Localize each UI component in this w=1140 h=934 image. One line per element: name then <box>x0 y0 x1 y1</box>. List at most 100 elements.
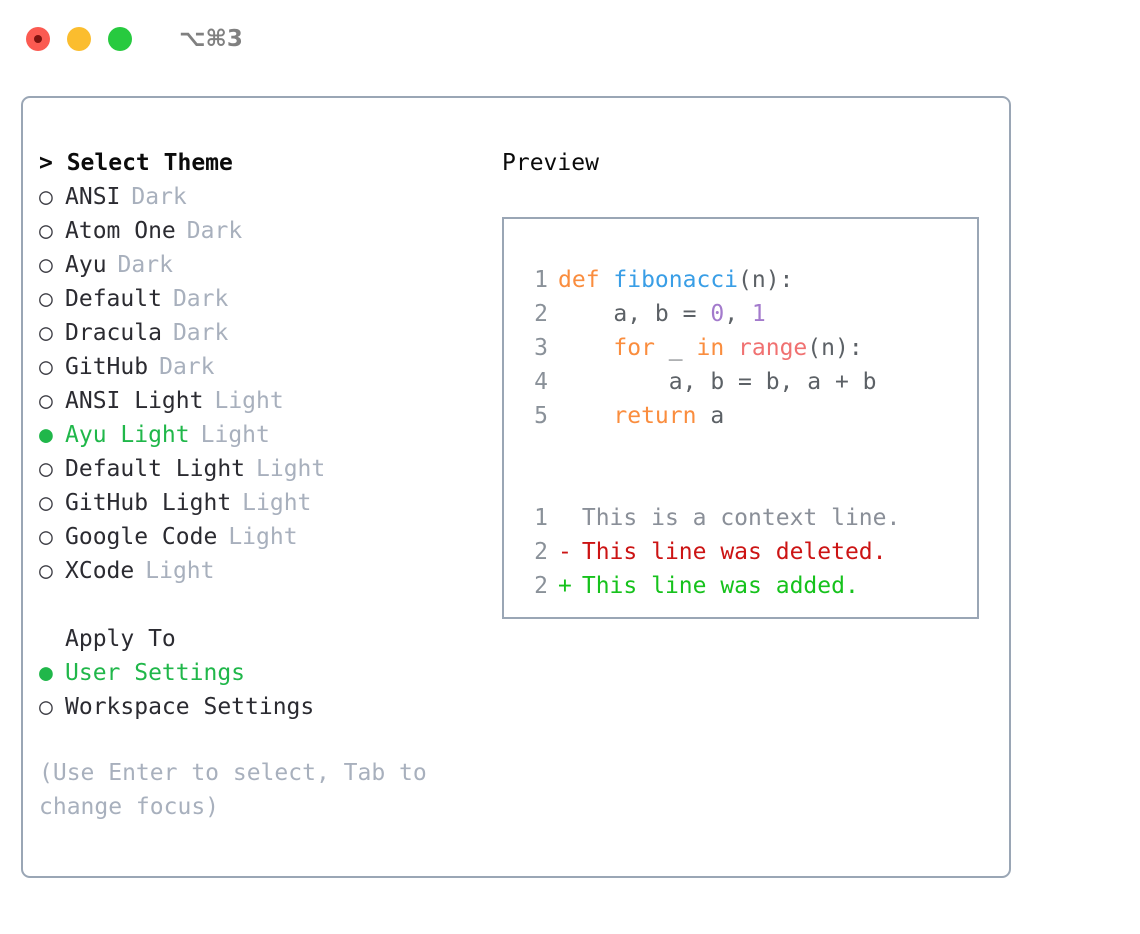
apply-to-header: Apply To <box>65 626 176 652</box>
theme-option-label: GitHub <box>65 354 149 380</box>
radio-icon: ○ <box>39 558 53 584</box>
token-keyword: for <box>613 335 655 361</box>
token-identifier: a, b = b, a + b <box>558 369 877 395</box>
theme-option-ansi[interactable]: ○ ANSI Dark <box>39 180 489 214</box>
theme-option-github-light[interactable]: ○ GitHub Light Light <box>39 486 489 520</box>
radio-icon: ○ <box>39 456 53 482</box>
code-line: 2 a, b = 0, 1 <box>504 297 977 331</box>
close-button[interactable] <box>26 27 50 51</box>
theme-option-label: Atom One <box>65 218 176 244</box>
theme-option-github[interactable]: ○ GitHub Dark <box>39 350 489 384</box>
theme-option-ansi-light[interactable]: ○ ANSI Light Light <box>39 384 489 418</box>
code-line: 3 for _ in range(n): <box>504 331 977 365</box>
theme-option-label: XCode <box>65 558 135 584</box>
theme-selector-dialog: > Select Theme ○ ANSI Dark ○ Atom One Da… <box>21 96 1011 878</box>
line-number: 5 <box>534 403 548 429</box>
theme-option-tag: Light <box>242 490 312 516</box>
code-line: 4 a, b = b, a + b <box>504 365 977 399</box>
code-content: def fibonacci(n): <box>558 263 793 297</box>
theme-option-label: Google Code <box>65 524 218 550</box>
radio-icon: ○ <box>39 524 53 550</box>
preview-column: Preview 1 def fibonacci(n): 2 a, b = 0, … <box>502 146 992 619</box>
theme-option-label: GitHub Light <box>65 490 232 516</box>
line-number: 2 <box>534 301 548 327</box>
theme-option-label: ANSI <box>65 184 121 210</box>
token-identifier: a, b = <box>558 301 711 327</box>
token-punctuation <box>558 403 613 429</box>
line-number: 1 <box>534 505 548 531</box>
token-identifier: _ <box>654 335 697 361</box>
theme-option-google-code[interactable]: ○ Google Code Light <box>39 520 489 554</box>
token-punctuation <box>558 335 613 361</box>
theme-option-label: Default <box>65 286 162 312</box>
theme-option-tag: Dark <box>172 320 229 346</box>
theme-option-label: Ayu Light <box>65 422 190 448</box>
theme-option-label: Ayu <box>65 252 107 278</box>
radio-icon-selected: ● <box>39 660 53 686</box>
theme-option-dracula[interactable]: ○ Dracula Dark <box>39 316 489 350</box>
theme-option-xcode[interactable]: ○ XCode Light <box>39 554 489 588</box>
preview-panel: 1 def fibonacci(n): 2 a, b = 0, 1 3 for … <box>502 217 979 619</box>
diff-content: This line was added. <box>581 573 859 599</box>
diff-line-added: 2 + This line was added. <box>504 569 977 603</box>
keyboard-hint-text: (Use Enter to select, Tab to change focu… <box>39 760 441 820</box>
code-line: 1 def fibonacci(n): <box>504 263 977 297</box>
theme-option-list: ○ ANSI Dark ○ Atom One Dark ○ Ayu Dark <box>39 180 489 588</box>
radio-icon: ○ <box>39 184 53 210</box>
theme-option-atom-one[interactable]: ○ Atom One Dark <box>39 214 489 248</box>
radio-icon: ○ <box>39 694 53 720</box>
radio-icon: ○ <box>39 354 53 380</box>
theme-option-ayu[interactable]: ○ Ayu Dark <box>39 248 489 282</box>
token-builtin: range <box>738 335 808 361</box>
preview-header: Preview <box>502 150 599 176</box>
maximize-button[interactable] <box>108 27 132 51</box>
diff-sign: - <box>558 539 572 565</box>
radio-icon: ○ <box>39 320 53 346</box>
theme-option-tag: Light <box>200 422 270 448</box>
line-number: 4 <box>534 369 548 395</box>
select-theme-header: > Select Theme <box>39 150 233 176</box>
token-identifier: a <box>696 403 725 429</box>
theme-option-label: Default Light <box>65 456 246 482</box>
diff-line-context: 1 This is a context line. <box>504 501 977 535</box>
diff-content: This is a context line. <box>581 505 901 531</box>
radio-icon: ○ <box>39 252 53 278</box>
token-number: 0 <box>710 301 725 327</box>
theme-option-tag: Light <box>145 558 215 584</box>
apply-to-label: User Settings <box>65 660 246 686</box>
token-keyword: def <box>558 267 614 293</box>
theme-option-tag: Dark <box>172 286 229 312</box>
token-punctuation: (n): <box>738 267 794 293</box>
theme-option-tag: Light <box>228 524 298 550</box>
apply-to-section: Apply To ● User Settings ○ Workspace Set… <box>39 622 489 724</box>
theme-option-tag: Dark <box>117 252 173 278</box>
theme-option-tag: Dark <box>131 184 187 210</box>
apply-to-user-settings[interactable]: ● User Settings <box>39 656 489 690</box>
apply-to-workspace-settings[interactable]: ○ Workspace Settings <box>39 690 489 724</box>
apply-to-label: Workspace Settings <box>65 694 315 720</box>
diff-sign: + <box>558 573 572 599</box>
theme-option-default[interactable]: ○ Default Dark <box>39 282 489 316</box>
token-keyword: return <box>613 403 697 429</box>
token-punctuation: (n): <box>807 335 863 361</box>
code-spacer <box>504 433 977 467</box>
line-number: 2 <box>534 539 548 565</box>
minimize-button[interactable] <box>67 27 91 51</box>
line-number: 1 <box>534 267 548 293</box>
diff-content: This line was deleted. <box>581 539 887 565</box>
radio-icon: ○ <box>39 286 53 312</box>
theme-option-tag: Light <box>256 456 326 482</box>
radio-icon-selected: ● <box>39 422 53 448</box>
title-bar: ⌥⌘3 <box>0 0 1140 78</box>
keyboard-shortcut-label: ⌥⌘3 <box>179 26 243 52</box>
code-content: for _ in range(n): <box>558 331 863 365</box>
line-number: 3 <box>534 335 548 361</box>
window-controls <box>26 27 132 51</box>
theme-option-ayu-light[interactable]: ● Ayu Light Light <box>39 418 489 452</box>
code-content: a, b = b, a + b <box>558 365 877 399</box>
token-identifier <box>724 335 738 361</box>
radio-icon: ○ <box>39 388 53 414</box>
theme-option-default-light[interactable]: ○ Default Light Light <box>39 452 489 486</box>
code-content: return a <box>558 399 724 433</box>
